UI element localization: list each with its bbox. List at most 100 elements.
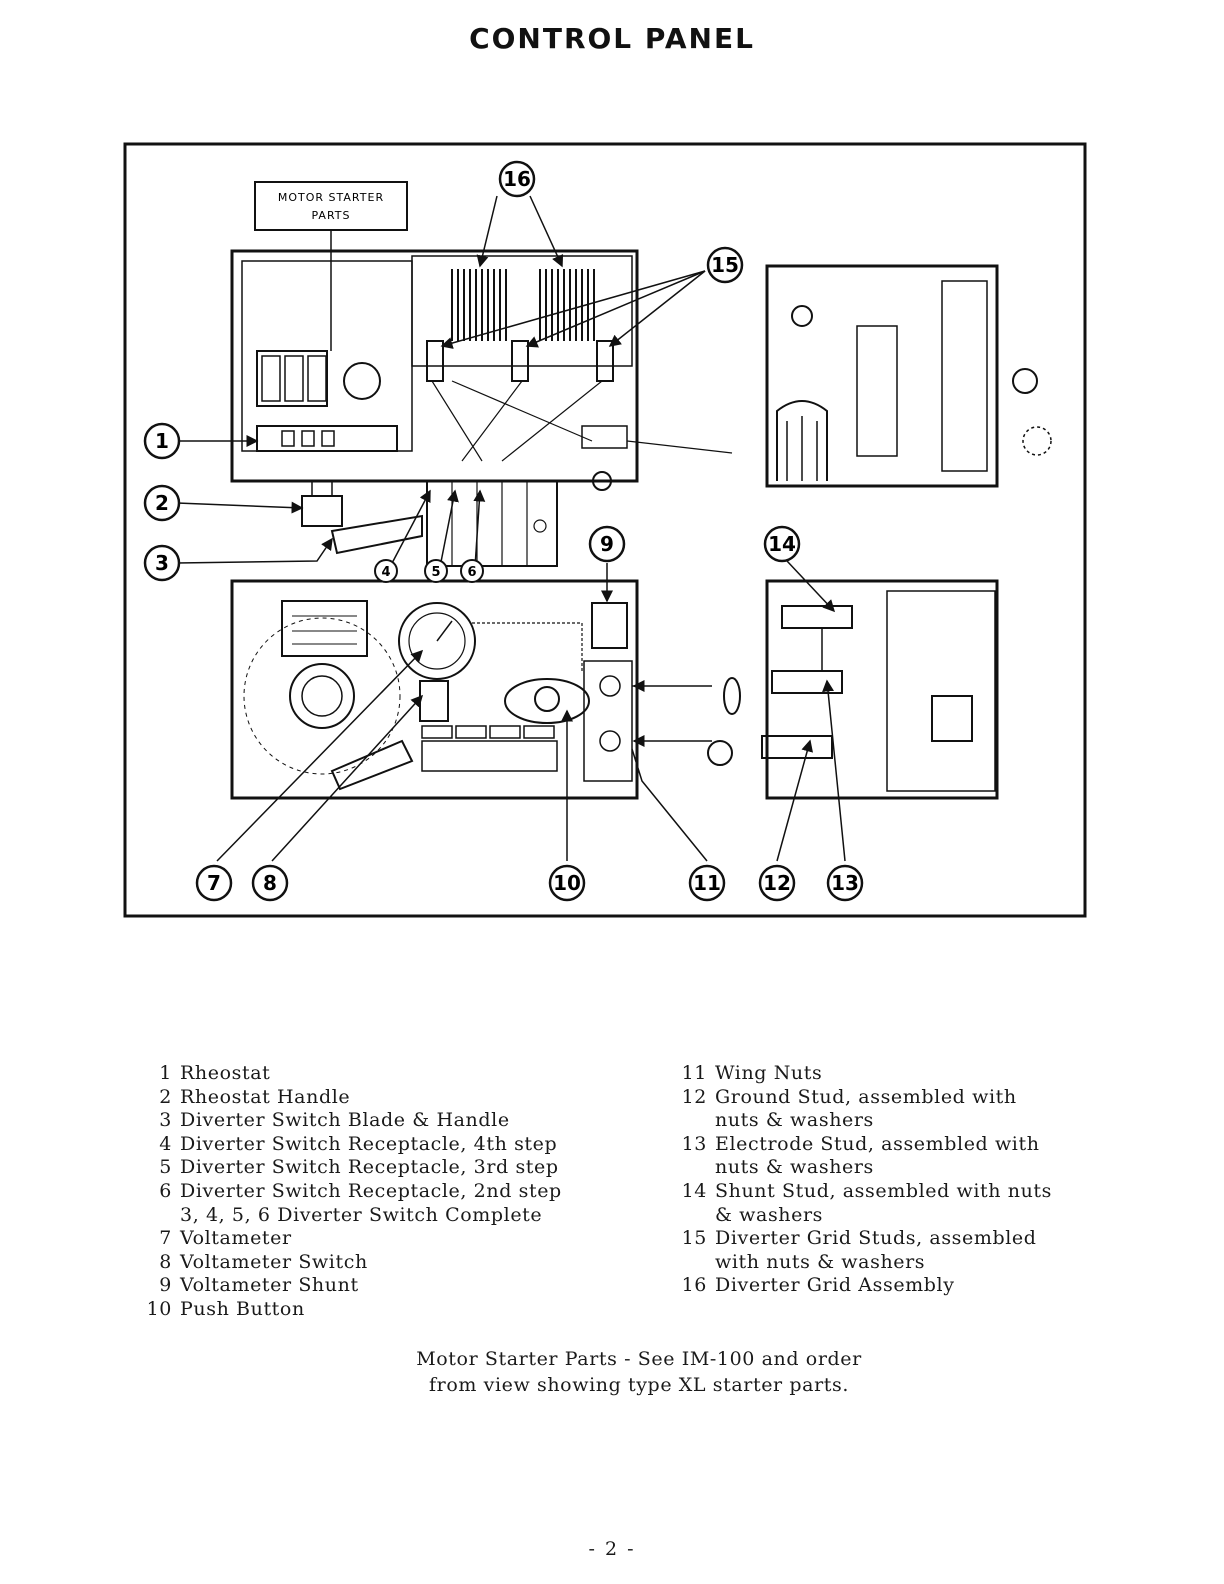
callout-1: 1 bbox=[143, 422, 181, 460]
legend-number bbox=[140, 1204, 172, 1228]
svg-text:11: 11 bbox=[693, 871, 721, 895]
diagram-svg: MOTOR STARTER PARTS bbox=[123, 142, 1087, 918]
svg-text:10: 10 bbox=[553, 871, 581, 895]
legend-item: 14 Shunt Stud, assembled with nuts bbox=[675, 1180, 1115, 1204]
svg-text:1: 1 bbox=[155, 429, 169, 453]
legend-text: Diverter Switch Receptacle, 4th step bbox=[180, 1132, 558, 1155]
legend-text: Diverter Switch Blade & Handle bbox=[180, 1109, 510, 1132]
legend-number bbox=[675, 1251, 707, 1275]
figure-border bbox=[123, 142, 1087, 918]
svg-text:15: 15 bbox=[711, 253, 739, 277]
motor-starter-parts-box: MOTOR STARTER PARTS bbox=[254, 181, 408, 351]
legend-item: 12 Ground Stud, assembled with bbox=[675, 1086, 1115, 1110]
leader-lines bbox=[176, 195, 846, 862]
callout-6: 6 bbox=[460, 559, 484, 583]
legend-text: Wing Nuts bbox=[715, 1062, 823, 1084]
side-view-upper bbox=[765, 264, 1052, 488]
legend-number: 3 bbox=[159, 1109, 172, 1132]
legend-text: Rheostat Handle bbox=[180, 1085, 351, 1108]
legend-number bbox=[675, 1156, 707, 1180]
legend-text: Push Button bbox=[180, 1297, 305, 1320]
page-number: - 2 - bbox=[588, 1538, 636, 1560]
footnote-line-1: Motor Starter Parts - See IM-100 and ord… bbox=[416, 1348, 862, 1370]
legend-item: 10 Push Button bbox=[140, 1298, 640, 1322]
box-label-line1: MOTOR STARTER bbox=[278, 191, 384, 204]
callout-4: 4 bbox=[374, 559, 398, 583]
legend-item: & washers bbox=[675, 1204, 1115, 1228]
legend-number: 4 bbox=[159, 1132, 172, 1155]
legend-number: 9 bbox=[159, 1274, 172, 1297]
legend-number: 7 bbox=[159, 1227, 172, 1250]
callout-10: 10 bbox=[548, 864, 586, 902]
box-label-line2: PARTS bbox=[312, 209, 351, 222]
control-panel-diagram: MOTOR STARTER PARTS bbox=[122, 141, 1088, 919]
callout-14: 14 bbox=[763, 525, 801, 563]
legend-item: 3 Diverter Switch Blade & Handle bbox=[140, 1109, 640, 1133]
callout-16: 16 bbox=[498, 160, 536, 198]
svg-text:16: 16 bbox=[503, 167, 531, 191]
svg-text:4: 4 bbox=[381, 565, 390, 580]
legend-number: 16 bbox=[681, 1274, 707, 1297]
callout-8: 8 bbox=[251, 864, 289, 902]
svg-text:6: 6 bbox=[467, 565, 476, 580]
legend-text: & washers bbox=[715, 1203, 824, 1226]
legend-text: Voltameter bbox=[180, 1227, 292, 1250]
svg-text:12: 12 bbox=[763, 871, 791, 895]
legend-text: Rheostat bbox=[180, 1062, 271, 1084]
callout-3: 3 bbox=[143, 544, 181, 582]
legend-text: Diverter Grid Assembly bbox=[715, 1274, 955, 1297]
callout-2: 2 bbox=[143, 484, 181, 522]
legend-item: with nuts & washers bbox=[675, 1251, 1115, 1275]
footnote-line-2: from view showing type XL starter parts. bbox=[429, 1374, 849, 1396]
legend-item: 1 Rheostat bbox=[140, 1062, 640, 1086]
legend-item: 7 Voltameter bbox=[140, 1227, 640, 1251]
callout-7: 7 bbox=[195, 864, 233, 902]
svg-text:13: 13 bbox=[831, 871, 859, 895]
legend-number: 14 bbox=[681, 1179, 707, 1202]
legend-number: 5 bbox=[159, 1156, 172, 1179]
legend-text: Shunt Stud, assembled with nuts bbox=[715, 1179, 1053, 1202]
callout-5: 5 bbox=[424, 559, 448, 583]
legend-text: Ground Stud, assembled with bbox=[715, 1085, 1017, 1108]
page-title: CONTROL PANEL bbox=[469, 22, 755, 55]
legend-number: 1 bbox=[159, 1062, 172, 1084]
svg-text:2: 2 bbox=[155, 491, 169, 515]
legend-number bbox=[675, 1204, 707, 1228]
legend-text: 3, 4, 5, 6 Diverter Switch Complete bbox=[180, 1203, 543, 1226]
callout-13: 13 bbox=[826, 864, 864, 902]
legend-text: Electrode Stud, assembled with bbox=[715, 1132, 1040, 1155]
legend-item: nuts & washers bbox=[675, 1156, 1115, 1180]
legend-number: 8 bbox=[159, 1250, 172, 1273]
legend-text: with nuts & washers bbox=[715, 1250, 926, 1273]
legend-item: 9 Voltameter Shunt bbox=[140, 1274, 640, 1298]
legend-text: Diverter Grid Studs, assembled bbox=[715, 1227, 1037, 1250]
svg-text:5: 5 bbox=[431, 565, 440, 580]
svg-text:9: 9 bbox=[600, 532, 614, 556]
legend-number: 11 bbox=[681, 1062, 707, 1084]
legend-text: Diverter Switch Receptacle, 3rd step bbox=[180, 1156, 559, 1179]
callout-12: 12 bbox=[758, 864, 796, 902]
callout-15: 15 bbox=[706, 246, 744, 284]
legend-number bbox=[675, 1109, 707, 1133]
callout-11: 11 bbox=[688, 864, 726, 902]
lower-control-panel bbox=[230, 579, 639, 800]
side-view-lower bbox=[707, 579, 999, 800]
svg-text:8: 8 bbox=[263, 871, 277, 895]
svg-text:14: 14 bbox=[768, 532, 796, 556]
legend-text: Voltameter Shunt bbox=[180, 1274, 359, 1297]
legend-item: nuts & washers bbox=[675, 1109, 1115, 1133]
svg-text:3: 3 bbox=[155, 551, 169, 575]
legend-number: 12 bbox=[681, 1085, 707, 1108]
legend-item: 3, 4, 5, 6 Diverter Switch Complete bbox=[140, 1204, 640, 1228]
svg-text:7: 7 bbox=[207, 871, 221, 895]
legend-number: 10 bbox=[146, 1297, 172, 1320]
legend-item: 16 Diverter Grid Assembly bbox=[675, 1274, 1115, 1298]
legend-number: 6 bbox=[159, 1179, 172, 1202]
callout-9: 9 bbox=[588, 525, 626, 563]
